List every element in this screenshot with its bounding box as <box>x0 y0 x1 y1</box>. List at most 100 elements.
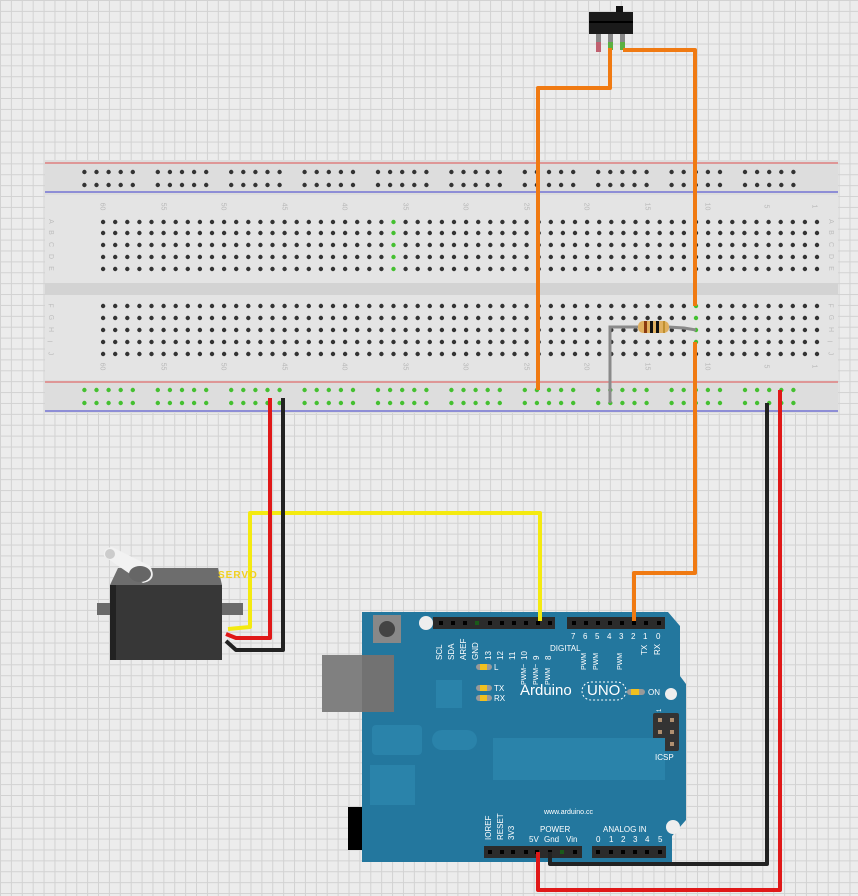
breadboard-hole[interactable] <box>584 230 590 236</box>
breadboard-hole[interactable] <box>512 339 517 345</box>
rail-hole[interactable] <box>620 387 625 393</box>
breadboard-hole[interactable] <box>548 219 553 225</box>
breadboard-hole[interactable] <box>173 351 178 357</box>
breadboard-hole[interactable] <box>584 219 590 225</box>
rail-hole[interactable] <box>424 182 429 188</box>
breadboard-hole[interactable] <box>488 219 493 225</box>
breadboard-hole[interactable] <box>197 254 203 260</box>
resistor[interactable] <box>608 321 697 403</box>
breadboard-hole[interactable] <box>524 339 529 345</box>
breadboard-hole[interactable] <box>234 315 239 321</box>
breadboard-hole[interactable] <box>609 242 614 248</box>
breadboard-hole[interactable] <box>802 315 808 321</box>
breadboard-hole[interactable] <box>790 339 795 345</box>
rail-hole[interactable] <box>558 182 564 188</box>
breadboard-hole[interactable] <box>754 242 759 248</box>
breadboard-hole[interactable] <box>403 266 408 272</box>
rail-hole[interactable] <box>596 169 601 175</box>
breadboard-hole[interactable] <box>391 230 396 236</box>
rail-hole[interactable] <box>669 169 674 175</box>
breadboard-hole[interactable] <box>548 266 553 272</box>
rail-hole[interactable] <box>742 182 748 188</box>
rail-hole[interactable] <box>130 387 135 393</box>
rail-hole[interactable] <box>571 182 576 188</box>
breadboard-hole[interactable] <box>718 242 723 248</box>
header-pin[interactable] <box>584 621 588 625</box>
breadboard-hole[interactable] <box>125 230 130 236</box>
breadboard-hole[interactable] <box>161 254 166 260</box>
breadboard-hole[interactable] <box>790 303 795 309</box>
header-pin[interactable] <box>451 621 455 625</box>
breadboard-hole[interactable] <box>718 254 723 260</box>
rail-hole[interactable] <box>558 400 564 406</box>
header-pin[interactable] <box>658 850 662 854</box>
breadboard-hole[interactable] <box>451 315 457 321</box>
breadboard-hole[interactable] <box>258 315 263 321</box>
header-pin[interactable] <box>572 621 576 625</box>
breadboard-hole[interactable] <box>234 327 239 333</box>
breadboard-hole[interactable] <box>657 303 662 309</box>
rail-hole[interactable] <box>155 387 160 393</box>
rail-hole[interactable] <box>204 169 209 175</box>
breadboard-hole[interactable] <box>391 219 396 225</box>
rail-hole[interactable] <box>326 182 331 188</box>
breadboard-hole[interactable] <box>197 327 203 333</box>
rail-hole[interactable] <box>497 169 502 175</box>
rail-hole[interactable] <box>620 169 625 175</box>
breadboard-hole[interactable] <box>258 254 263 260</box>
rail-hole[interactable] <box>265 169 270 175</box>
rail-hole[interactable] <box>558 169 564 175</box>
breadboard-hole[interactable] <box>100 266 106 272</box>
breadboard-hole[interactable] <box>814 351 820 357</box>
rail-hole[interactable] <box>277 400 282 406</box>
rail-hole[interactable] <box>644 182 649 188</box>
breadboard-hole[interactable] <box>693 315 699 321</box>
breadboard-hole[interactable] <box>355 242 360 248</box>
breadboard-hole[interactable] <box>185 315 190 321</box>
breadboard-hole[interactable] <box>173 230 178 236</box>
breadboard-hole[interactable] <box>125 339 130 345</box>
breadboard-hole[interactable] <box>355 315 360 321</box>
rail-hole[interactable] <box>596 400 601 406</box>
breadboard-hole[interactable] <box>439 303 445 309</box>
breadboard-hole[interactable] <box>584 303 590 309</box>
breadboard-hole[interactable] <box>500 339 505 345</box>
breadboard-hole[interactable] <box>221 242 227 248</box>
breadboard-hole[interactable] <box>306 351 311 357</box>
rail-hole[interactable] <box>314 169 319 175</box>
breadboard-hole[interactable] <box>451 327 457 333</box>
rail-hole[interactable] <box>302 169 307 175</box>
breadboard-hole[interactable] <box>633 327 638 333</box>
breadboard-hole[interactable] <box>766 351 771 357</box>
breadboard-hole[interactable] <box>342 254 348 260</box>
breadboard-hole[interactable] <box>209 339 215 345</box>
breadboard-hole[interactable] <box>621 303 626 309</box>
breadboard-hole[interactable] <box>621 339 626 345</box>
breadboard-hole[interactable] <box>463 242 469 248</box>
breadboard-hole[interactable] <box>258 242 263 248</box>
wire-servo-signal[interactable] <box>227 511 542 631</box>
breadboard-hole[interactable] <box>742 339 747 345</box>
breadboard-hole[interactable] <box>270 339 275 345</box>
breadboard-hole[interactable] <box>367 254 372 260</box>
breadboard-hole[interactable] <box>705 327 711 333</box>
breadboard-hole[interactable] <box>427 219 432 225</box>
breadboard-hole[interactable] <box>318 315 324 321</box>
header-pin[interactable] <box>608 621 612 625</box>
rail-hole[interactable] <box>461 169 466 175</box>
breadboard-hole[interactable] <box>282 339 287 345</box>
breadboard-hole[interactable] <box>197 242 203 248</box>
rail-hole[interactable] <box>522 169 527 175</box>
breadboard-hole[interactable] <box>476 339 481 345</box>
breadboard-hole[interactable] <box>439 339 445 345</box>
header-pin[interactable] <box>657 621 661 625</box>
breadboard-hole[interactable] <box>524 315 529 321</box>
breadboard-hole[interactable] <box>282 230 287 236</box>
breadboard-hole[interactable] <box>125 266 130 272</box>
breadboard-hole[interactable] <box>197 339 203 345</box>
breadboard-hole[interactable] <box>403 315 408 321</box>
breadboard-hole[interactable] <box>802 219 808 225</box>
breadboard-hole[interactable] <box>258 327 263 333</box>
breadboard-hole[interactable] <box>718 219 723 225</box>
breadboard-hole[interactable] <box>173 315 178 321</box>
